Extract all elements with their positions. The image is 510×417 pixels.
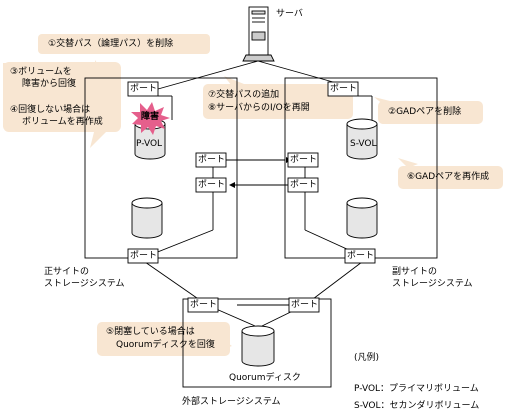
port-label: ポート	[130, 251, 158, 261]
external-site-box	[182, 298, 332, 388]
legend-svol: S-VOL：セカンダリボリューム	[354, 401, 480, 411]
callout-8-text: ⑧サーバからのI/Oを再開	[208, 103, 310, 113]
primary-site-label-2: ストレージシステム	[44, 279, 125, 289]
port-label: ポート	[347, 251, 375, 261]
callout-7-text: ⑦交替パスの追加	[208, 90, 280, 100]
port-box-external-left	[187, 297, 219, 313]
callout-7-8-bubble	[203, 84, 353, 119]
port-label: ポート	[198, 180, 226, 190]
callout-3-line1: ③ボリュームを	[10, 67, 72, 77]
port-box-secondary-top	[327, 81, 359, 97]
port-label: ポート	[291, 300, 319, 310]
callout-1-text: ①交替パス（論理パス）を削除	[48, 39, 174, 49]
failure-burst-icon	[131, 102, 170, 135]
port-box-secondary-bottom	[344, 248, 376, 264]
secondary-site-label-1: 副サイトの	[392, 267, 438, 277]
legend-pvol: P-VOL：プライマリボリューム	[354, 384, 479, 394]
port-box-primary-mid2	[195, 177, 227, 193]
quorum-label: Quorumディスク	[229, 373, 301, 383]
server-label: サーバ	[276, 9, 303, 19]
callout-2-bubble	[378, 101, 483, 124]
arrow-left-icon	[229, 182, 235, 188]
callout-5-bubble	[97, 322, 230, 356]
callout-2-text: ②GADペアを削除	[388, 107, 462, 117]
port-label: ポート	[290, 180, 318, 190]
primary-journal-cylinder	[131, 197, 163, 239]
callout-6-bubble	[398, 166, 503, 189]
callout-4-line1: ④回復しない場合は	[10, 105, 91, 115]
port-label: ポート	[330, 84, 358, 94]
port-label: ポート	[130, 84, 158, 94]
port-label: ポート	[290, 155, 318, 165]
primary-site-label-1: 正サイトの	[44, 267, 90, 277]
callout-4-line2: ボリュームを再作成	[22, 117, 103, 127]
port-box-secondary-mid2	[287, 177, 319, 193]
svol-cylinder	[346, 118, 378, 160]
svol-label: S-VOL	[350, 139, 377, 149]
callout-5-line1: ⑤閉塞している場合は	[106, 327, 195, 337]
port-box-primary-mid1	[195, 152, 227, 168]
quorum-cylinder	[241, 325, 275, 367]
port-box-secondary-mid1	[287, 152, 319, 168]
port-label: ポート	[198, 155, 226, 165]
failure-label: 障害	[141, 112, 160, 122]
port-label: ポート	[190, 300, 218, 310]
port-box-external-right	[288, 297, 320, 313]
pvol-label: P-VOL	[136, 139, 163, 149]
legend-title: (凡例)	[354, 353, 380, 363]
port-box-primary-top	[127, 81, 159, 97]
port-box-primary-bottom	[127, 248, 159, 264]
callout-3-line2: 障害から回復	[22, 79, 77, 89]
server-icon	[242, 6, 275, 62]
secondary-journal-cylinder	[346, 197, 378, 239]
primary-site-box	[84, 77, 238, 259]
callout-6-text: ⑥GADペアを再作成	[407, 172, 490, 182]
secondary-site-label-2: ストレージシステム	[392, 279, 473, 289]
callout-5-line2: Quorumディスクを回復	[116, 340, 215, 350]
callout-1-bubble	[38, 34, 210, 54]
external-site-label: 外部ストレージシステム	[182, 397, 281, 407]
